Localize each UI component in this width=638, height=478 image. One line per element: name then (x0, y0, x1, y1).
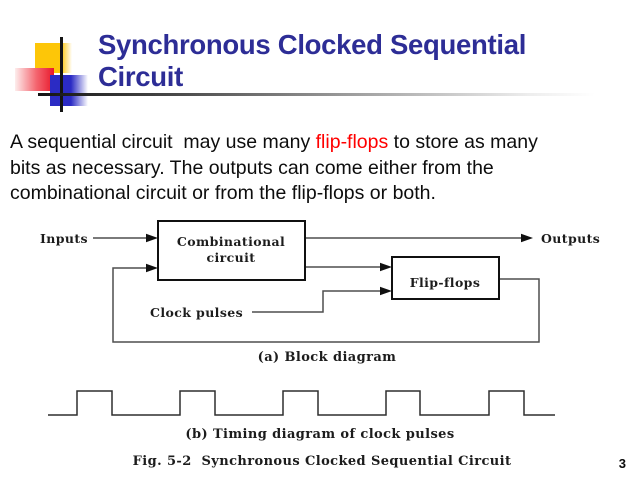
inputs-label: Inputs (40, 231, 88, 246)
outputs-label: Outputs (541, 231, 600, 246)
arrowhead (380, 262, 392, 272)
combinational-circuit-label: Combinational (177, 234, 285, 249)
combinational-circuit-box (157, 220, 306, 281)
flip-flops-box (391, 256, 500, 300)
arrowhead (146, 263, 158, 273)
body-text-segment: to store as many (388, 131, 538, 153)
clock-wire (252, 290, 381, 313)
caption-timing-diagram: (b) Timing diagram of clock pulses (185, 427, 454, 442)
arrowhead (521, 233, 533, 243)
body-line: A sequential circuit may use many flip-f… (10, 130, 635, 156)
body-line: bits as necessary. The outputs can come … (10, 156, 635, 182)
figure-caption: Fig. 5-2 Synchronous Clocked Sequential … (133, 454, 512, 469)
arrowhead (380, 286, 392, 296)
accent-red-square (15, 68, 54, 91)
body-line: combinational circuit or from the flip-f… (10, 181, 635, 207)
accent-blue-square (50, 75, 88, 106)
body-text-segment: combinational circuit or from the flip-f… (10, 182, 436, 204)
title-underline (38, 93, 595, 96)
feedback-wire (112, 267, 540, 343)
flip-flops-label: Flip-flops (410, 275, 481, 290)
page-title: Synchronous Clocked Sequential Circuit (98, 29, 527, 92)
body-text-segment: A sequential circuit may use many (10, 131, 316, 153)
body-text-segment: bits as necessary. The outputs can come … (10, 156, 494, 179)
clock-waveform (48, 390, 555, 416)
page-number: 3 (618, 456, 626, 471)
caption-block-diagram: (a) Block diagram (258, 350, 397, 365)
highlight-flip-flops: flip-flops (315, 131, 389, 153)
combinational-circuit-label-line2: circuit (207, 250, 256, 265)
body-paragraph: A sequential circuit may use many flip-f… (10, 130, 635, 207)
arrowhead (146, 233, 158, 243)
clock-pulses-label: Clock pulses (150, 305, 243, 320)
decoration-vertical-line (60, 37, 63, 112)
